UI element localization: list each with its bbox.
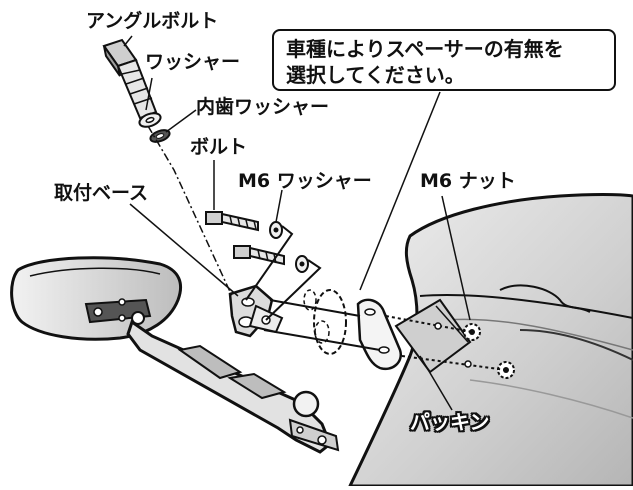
spacer-note-callout: 車種によりスペーサーの有無を 選択してください。	[272, 29, 616, 91]
spacer-plate-part	[356, 298, 403, 371]
leader-lines	[123, 35, 471, 411]
windscreen	[347, 193, 633, 488]
inner-tooth-washer-part	[149, 129, 171, 143]
packing-label: パッキン	[410, 410, 490, 434]
m6-nut-upper-part	[463, 323, 481, 341]
packing-part	[394, 298, 472, 374]
bolt-label: ボルト	[190, 136, 248, 158]
mirror-arm	[126, 319, 340, 454]
bolt-upper-part	[205, 211, 283, 239]
spacer-note-line-1: 車種によりスペーサーの有無を	[286, 37, 564, 61]
assembly-guide-lines	[147, 125, 507, 371]
mirror-head	[10, 256, 183, 341]
angle-bolt-label: アングルボルト	[86, 10, 219, 32]
inner-tooth-washer-label: 内歯ワッシャー	[196, 96, 330, 118]
mount-base-label: 取付ベース	[54, 182, 149, 204]
m6-nut-label: M6 ナット	[420, 170, 516, 192]
washer-label: ワッシャー	[145, 51, 241, 73]
m6-washer-label: M6 ワッシャー	[238, 170, 372, 192]
spacer-note-line-2: 選択してください。	[286, 63, 465, 87]
bolt-lower-part	[233, 245, 309, 273]
optional-spacers	[303, 289, 347, 355]
washer-part	[138, 112, 162, 128]
